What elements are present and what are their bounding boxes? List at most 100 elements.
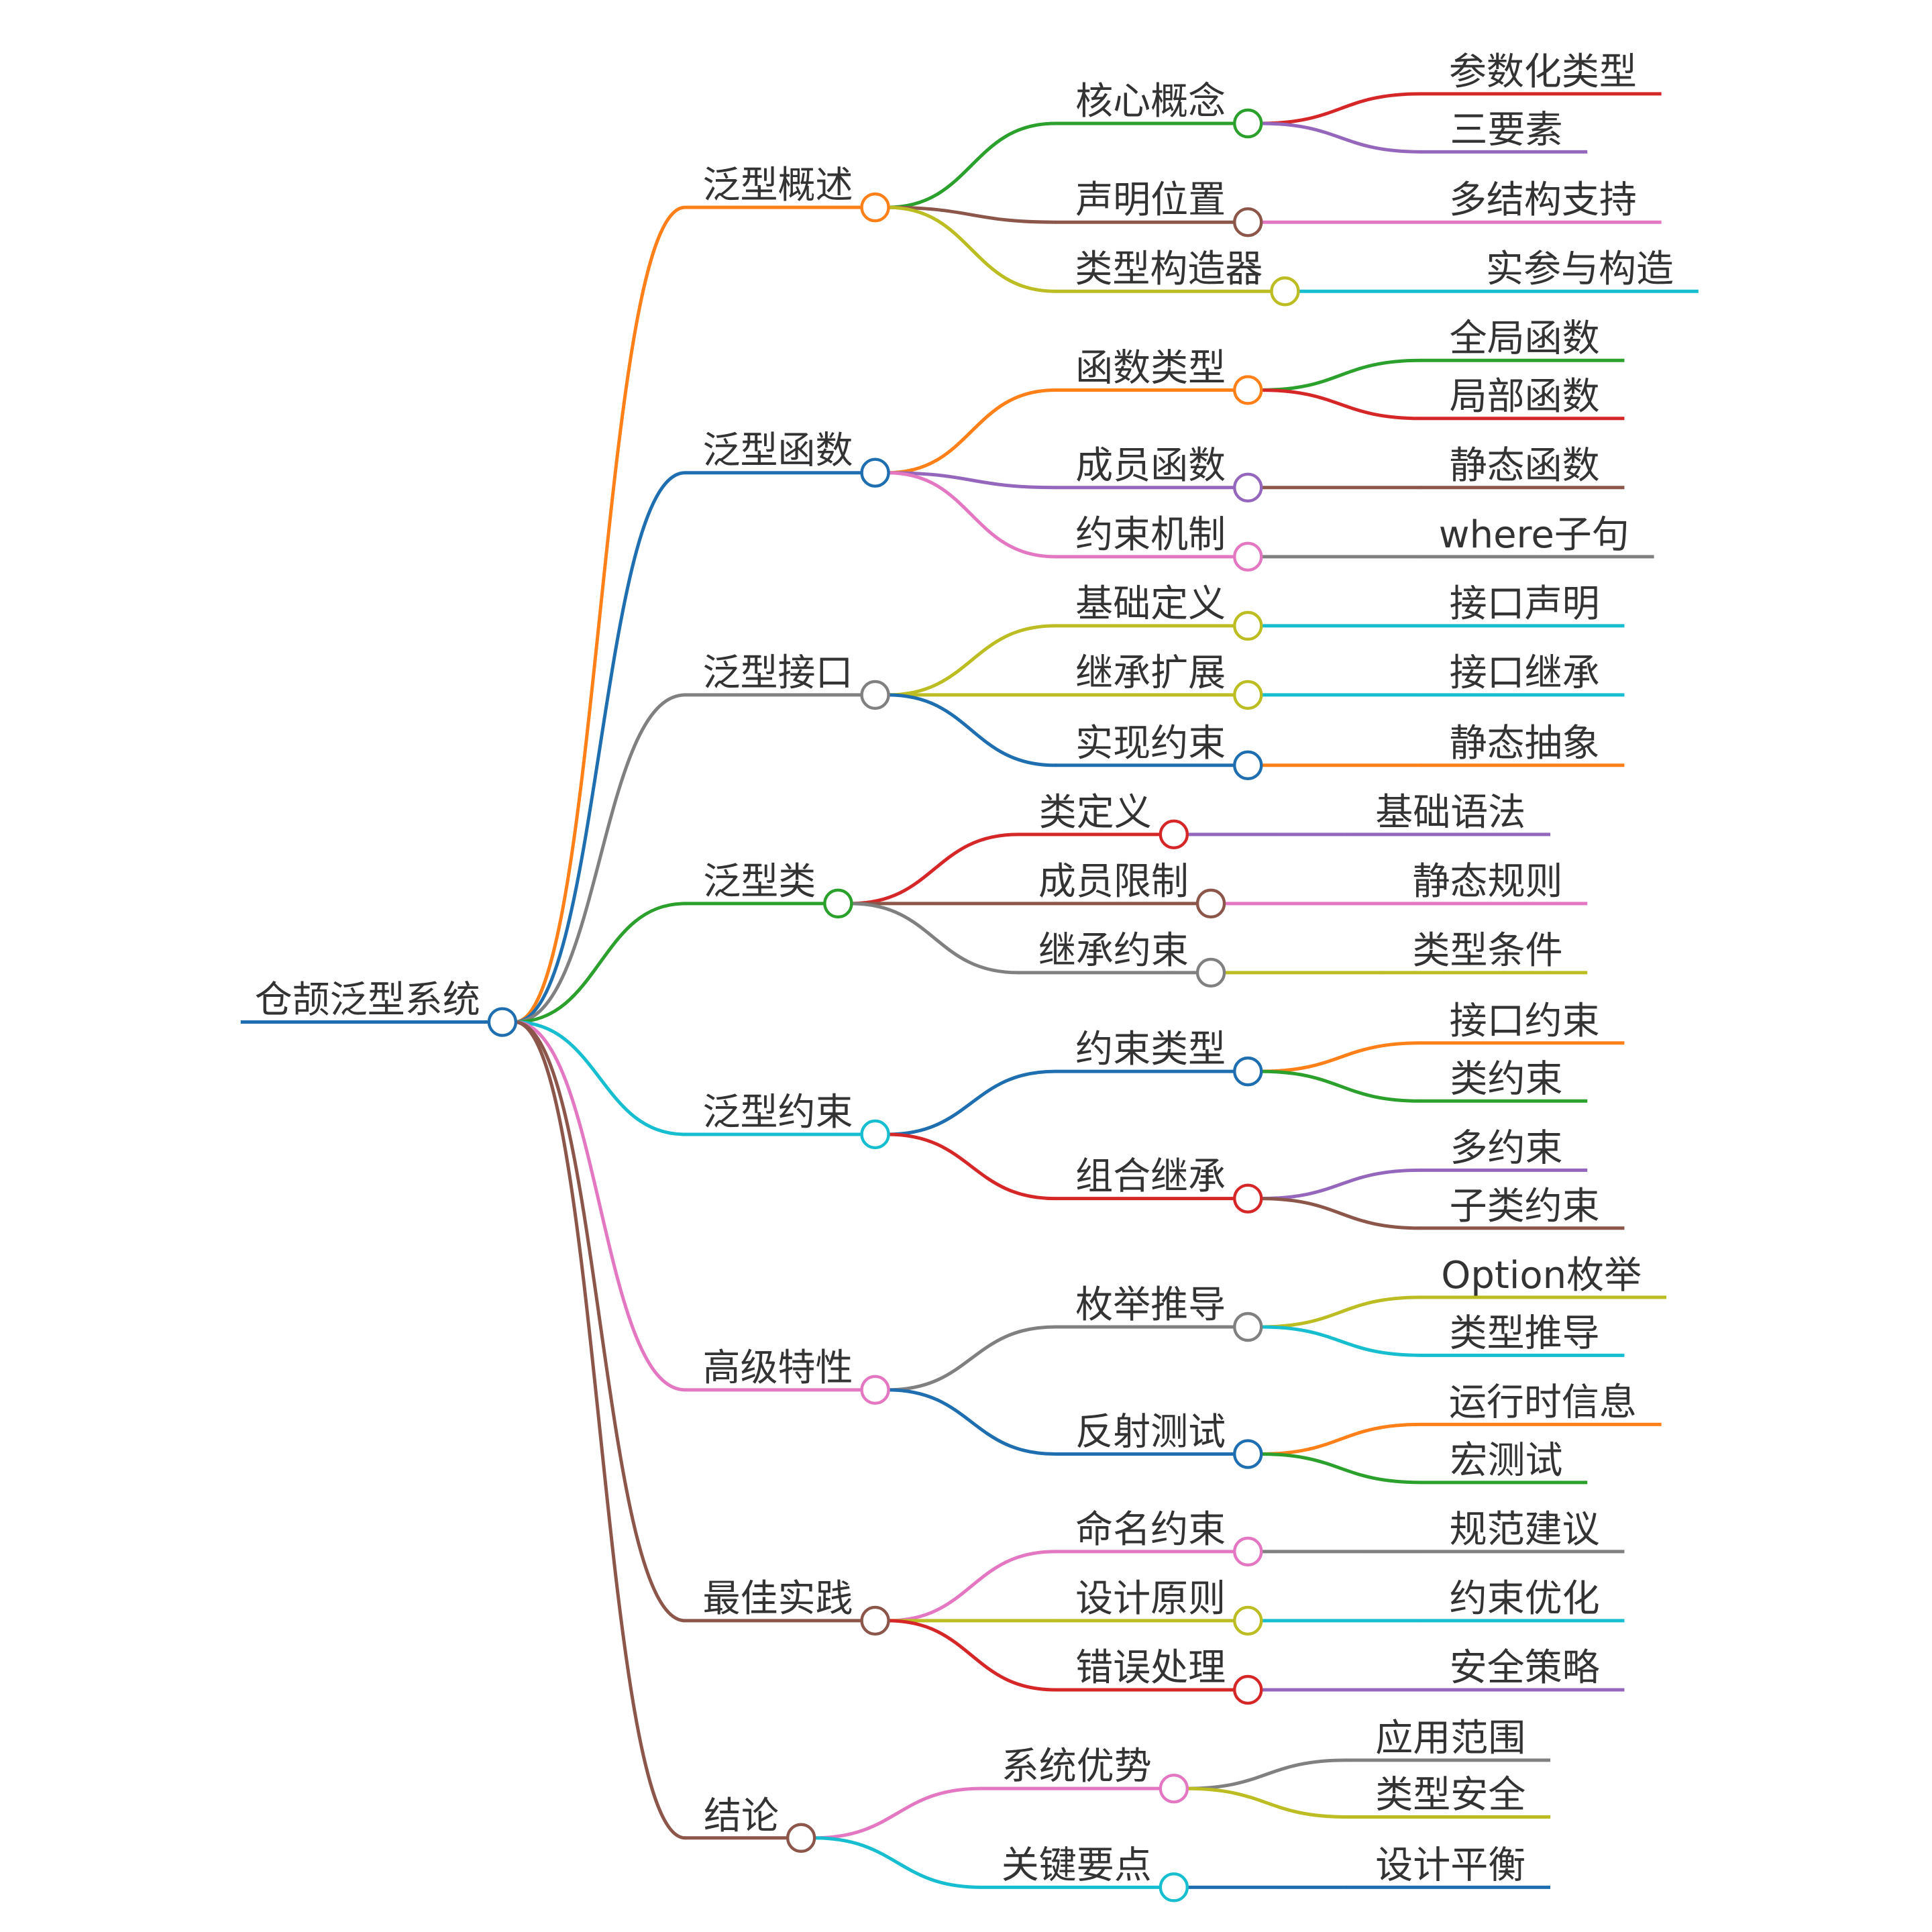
leaf-0-1-0-label: 多结构支持 bbox=[1449, 178, 1637, 222]
edge-root-to-branch-3 bbox=[513, 902, 687, 1024]
edge-root-to-branch-4 bbox=[513, 1020, 687, 1136]
sub-2-2-label: 实现约束 bbox=[1075, 722, 1226, 765]
sub-3-1-label: 成员限制 bbox=[1038, 860, 1189, 904]
leaf-2-1-0-label: 接口继承 bbox=[1450, 651, 1600, 695]
edge-root-to-branch-1 bbox=[513, 471, 687, 1024]
sub-4-1-label: 组合继承 bbox=[1075, 1155, 1226, 1199]
edge-sub-4-0-to-leaf-0 bbox=[1258, 1041, 1423, 1073]
edge-root-to-branch-7 bbox=[513, 1020, 687, 1840]
sub-2-1-label: 继承扩展 bbox=[1075, 651, 1226, 695]
edge-sub-5-1-to-leaf-0 bbox=[1258, 1422, 1423, 1456]
edge-sub-5-0-to-leaf-1 bbox=[1258, 1325, 1423, 1357]
branch-3-label: 泛型类 bbox=[703, 860, 816, 904]
branch-6-node[interactable] bbox=[860, 1605, 890, 1636]
leaf-5-0-0-label: Option枚举 bbox=[1441, 1254, 1642, 1297]
edge-branch-0-to-sub-2 bbox=[885, 205, 1057, 293]
branch-7-node[interactable] bbox=[786, 1823, 816, 1853]
edges-layer bbox=[513, 92, 1460, 1889]
edge-sub-4-1-to-leaf-1 bbox=[1258, 1197, 1423, 1230]
edge-sub-4-1-to-leaf-0 bbox=[1258, 1168, 1423, 1201]
sub-6-0-node[interactable] bbox=[1233, 1536, 1263, 1567]
sub-6-0-label: 命名约束 bbox=[1075, 1508, 1226, 1552]
sub-0-1-node[interactable] bbox=[1233, 207, 1263, 237]
branch-0-node[interactable] bbox=[860, 192, 890, 223]
sub-3-0-label: 类定义 bbox=[1039, 791, 1152, 835]
edge-sub-4-0-to-leaf-1 bbox=[1258, 1069, 1423, 1103]
sub-1-1-label: 成员函数 bbox=[1075, 444, 1226, 488]
edge-sub-5-0-to-leaf-0 bbox=[1258, 1295, 1423, 1329]
edge-branch-5-to-sub-1 bbox=[885, 1388, 1057, 1456]
leaf-0-0-0-label: 参数化类型 bbox=[1449, 50, 1637, 94]
edge-branch-7-to-sub-0 bbox=[812, 1786, 983, 1840]
leaf-6-1-0-label: 约束优化 bbox=[1450, 1577, 1600, 1621]
leaf-7-0-1-label: 类型安全 bbox=[1375, 1773, 1525, 1817]
root-topic-node[interactable] bbox=[487, 1007, 518, 1037]
sub-1-0-node[interactable] bbox=[1233, 375, 1263, 405]
sub-5-0-node[interactable] bbox=[1233, 1311, 1263, 1342]
edge-branch-4-to-sub-0 bbox=[885, 1069, 1057, 1136]
sub-7-0-label: 系统优势 bbox=[1002, 1745, 1152, 1788]
sub-2-0-label: 基础定义 bbox=[1075, 582, 1226, 626]
branch-1-node[interactable] bbox=[860, 458, 890, 488]
sub-0-0-label: 核心概念 bbox=[1075, 80, 1226, 123]
sub-0-2-label: 类型构造器 bbox=[1075, 248, 1263, 291]
branch-4-label: 泛型约束 bbox=[702, 1091, 853, 1134]
leaf-1-2-0-label: where子句 bbox=[1439, 513, 1629, 557]
sub-4-0-node[interactable] bbox=[1233, 1056, 1263, 1087]
sub-2-1-node[interactable] bbox=[1233, 680, 1263, 710]
edge-sub-1-0-to-leaf-1 bbox=[1258, 388, 1423, 421]
sub-7-1-node[interactable] bbox=[1159, 1872, 1189, 1902]
branch-3-node[interactable] bbox=[823, 888, 853, 919]
sub-4-0-label: 约束类型 bbox=[1075, 1028, 1226, 1071]
sub-1-1-node[interactable] bbox=[1233, 472, 1263, 502]
sub-7-1-label: 关键要点 bbox=[1002, 1843, 1152, 1887]
edge-root-to-branch-2 bbox=[513, 693, 687, 1024]
sub-6-2-label: 错误处理 bbox=[1075, 1646, 1226, 1690]
edge-branch-2-to-sub-2 bbox=[885, 693, 1057, 767]
sub-1-2-node[interactable] bbox=[1233, 541, 1263, 572]
edge-branch-2-to-sub-0 bbox=[885, 624, 1057, 697]
leaf-1-0-1-label: 局部函数 bbox=[1450, 375, 1600, 419]
sub-3-2-node[interactable] bbox=[1195, 957, 1226, 988]
sub-3-2-label: 继承约束 bbox=[1038, 929, 1189, 973]
sub-5-1-node[interactable] bbox=[1233, 1439, 1263, 1469]
branch-2-label: 泛型接口 bbox=[702, 651, 853, 695]
edge-branch-4-to-sub-1 bbox=[885, 1132, 1057, 1201]
leaf-7-1-0-label: 设计平衡 bbox=[1375, 1843, 1525, 1887]
edge-root-to-branch-6 bbox=[513, 1020, 687, 1623]
sub-2-0-node[interactable] bbox=[1233, 610, 1263, 641]
sub-0-2-node[interactable] bbox=[1270, 276, 1300, 307]
edge-branch-0-to-sub-1 bbox=[885, 205, 1057, 224]
leaf-4-0-1-label: 类约束 bbox=[1450, 1057, 1562, 1101]
sub-1-0-label: 函数类型 bbox=[1075, 346, 1226, 390]
leaf-2-2-0-label: 静态抽象 bbox=[1450, 722, 1600, 765]
sub-7-0-node[interactable] bbox=[1159, 1773, 1189, 1804]
edge-branch-3-to-sub-2 bbox=[849, 902, 1020, 975]
sub-3-1-node[interactable] bbox=[1195, 888, 1226, 919]
edge-branch-1-to-sub-0 bbox=[885, 388, 1057, 475]
leaf-6-2-0-label: 安全策略 bbox=[1450, 1646, 1600, 1690]
branch-5-node[interactable] bbox=[860, 1375, 890, 1405]
branch-2-node[interactable] bbox=[860, 680, 890, 710]
sub-6-2-node[interactable] bbox=[1233, 1674, 1263, 1705]
leaf-1-1-0-label: 静态函数 bbox=[1450, 444, 1600, 488]
leaf-3-0-0-label: 基础语法 bbox=[1375, 791, 1525, 835]
leaf-6-0-0-label: 规范建议 bbox=[1450, 1508, 1600, 1552]
branch-6-label: 最佳实践 bbox=[702, 1577, 853, 1621]
edge-branch-0-to-sub-0 bbox=[885, 121, 1057, 209]
leaf-2-0-0-label: 接口声明 bbox=[1450, 582, 1600, 626]
leaf-0-0-1-label: 三要素 bbox=[1450, 108, 1562, 152]
sub-6-1-node[interactable] bbox=[1233, 1605, 1263, 1636]
root-topic-label: 仓颉泛型系统 bbox=[255, 979, 480, 1022]
sub-2-2-node[interactable] bbox=[1233, 750, 1263, 781]
leaf-4-1-0-label: 多约束 bbox=[1450, 1126, 1562, 1170]
sub-1-2-label: 约束机制 bbox=[1075, 513, 1226, 557]
sub-0-0-node[interactable] bbox=[1233, 108, 1263, 139]
branch-4-node[interactable] bbox=[860, 1119, 890, 1150]
leaf-5-0-1-label: 类型推导 bbox=[1450, 1311, 1600, 1355]
sub-4-1-node[interactable] bbox=[1233, 1183, 1263, 1214]
edge-root-to-branch-5 bbox=[513, 1020, 687, 1392]
sub-3-0-node[interactable] bbox=[1159, 819, 1189, 850]
leaf-7-0-0-label: 应用范围 bbox=[1375, 1717, 1525, 1760]
labels-layer: 仓颉泛型系统泛型概述核心概念参数化类型三要素声明位置多结构支持类型构造器实参与构… bbox=[255, 50, 1674, 1888]
